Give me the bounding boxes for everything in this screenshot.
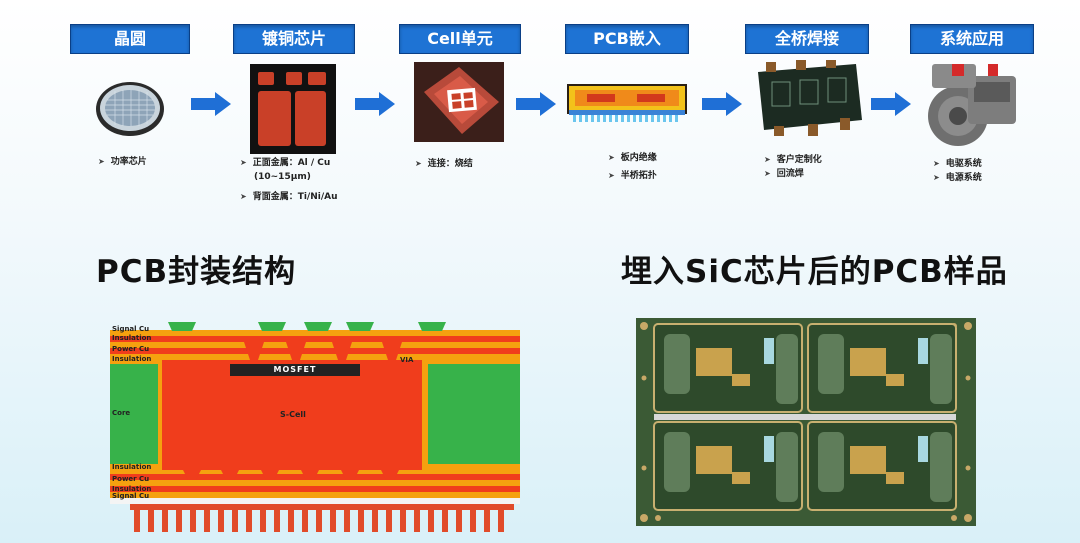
step-title-copper-chip: 镀铜芯片 <box>233 24 355 54</box>
pcb-sample-title: 埋入SiC芯片后的PCB样品 <box>621 254 1008 290</box>
flow-arrow-icon <box>516 92 556 116</box>
step-notes-wafer: 功率芯片 <box>98 155 147 169</box>
layer-label-insulation-1: Insulation <box>112 334 152 342</box>
note-line: 客户定制化 <box>764 153 822 167</box>
s-cell-label: S-Cell <box>280 410 306 419</box>
layer-label-insulation-2: Insulation <box>112 355 152 363</box>
step-title-wafer: 晶圆 <box>70 24 190 54</box>
step-title-pcb-embed: PCB嵌入 <box>565 24 689 54</box>
note-line: 正面金属：Al / Cu <box>240 156 338 170</box>
copper-chip-image <box>250 64 336 154</box>
cell-unit-image <box>414 62 504 142</box>
pcb-cross-section-diagram: MOSFET S-Cell VIA Signal Cu Insulation P… <box>110 322 522 536</box>
flow-arrow-icon <box>871 92 911 116</box>
flow-arrow-icon <box>702 92 742 116</box>
note-line: 电源系统 <box>933 171 982 185</box>
step-title-cell-unit: Cell单元 <box>399 24 521 54</box>
note-line: 板内绝缘 <box>608 151 657 165</box>
system-application-image <box>928 64 1016 146</box>
layer-label-core: Core <box>112 409 131 417</box>
flow-arrow-icon <box>191 92 231 116</box>
note-line: 回流焊 <box>764 167 822 181</box>
layer-label-power-bottom: Power Cu <box>112 475 150 483</box>
note-line: 电驱系统 <box>933 157 982 171</box>
note-line: 半桥拓扑 <box>608 169 657 183</box>
mosfet-label: MOSFET <box>230 364 360 376</box>
step-notes-system-app: 电驱系统 电源系统 <box>933 157 982 185</box>
layer-label-insulation-3: Insulation <box>112 463 152 471</box>
pcb-sample-photo <box>636 318 976 526</box>
note-line: 连接：烧结 <box>415 157 473 171</box>
flow-arrow-icon <box>355 92 395 116</box>
step-notes-full-bridge: 客户定制化 回流焊 <box>764 153 822 181</box>
note-line: 功率芯片 <box>98 155 147 169</box>
layer-label-power-top: Power Cu <box>112 345 150 353</box>
pcb-embed-image <box>567 84 687 122</box>
step-notes-pcb-embed: 板内绝缘 半桥拓扑 <box>608 151 657 183</box>
layer-label-insulation-4: Insulation <box>112 485 152 493</box>
pcb-package-structure-title: PCB封装结构 <box>96 254 297 290</box>
wafer-image <box>96 82 164 136</box>
via-label: VIA <box>400 356 414 364</box>
layer-label-signal-top: Signal Cu <box>112 325 150 333</box>
layer-label-signal-bottom: Signal Cu <box>112 492 150 500</box>
step-notes-copper-chip: 正面金属：Al / Cu (10~15μm) 背面金属：Ti/Ni/Au <box>240 156 338 204</box>
step-title-full-bridge: 全桥焊接 <box>745 24 869 54</box>
note-line: (10~15μm) <box>254 172 311 182</box>
full-bridge-image <box>758 60 862 136</box>
step-notes-cell-unit: 连接：烧结 <box>415 157 473 171</box>
cross-section-graphic <box>110 322 520 532</box>
step-title-system-app: 系统应用 <box>910 24 1034 54</box>
note-line: 背面金属：Ti/Ni/Au <box>240 190 338 204</box>
